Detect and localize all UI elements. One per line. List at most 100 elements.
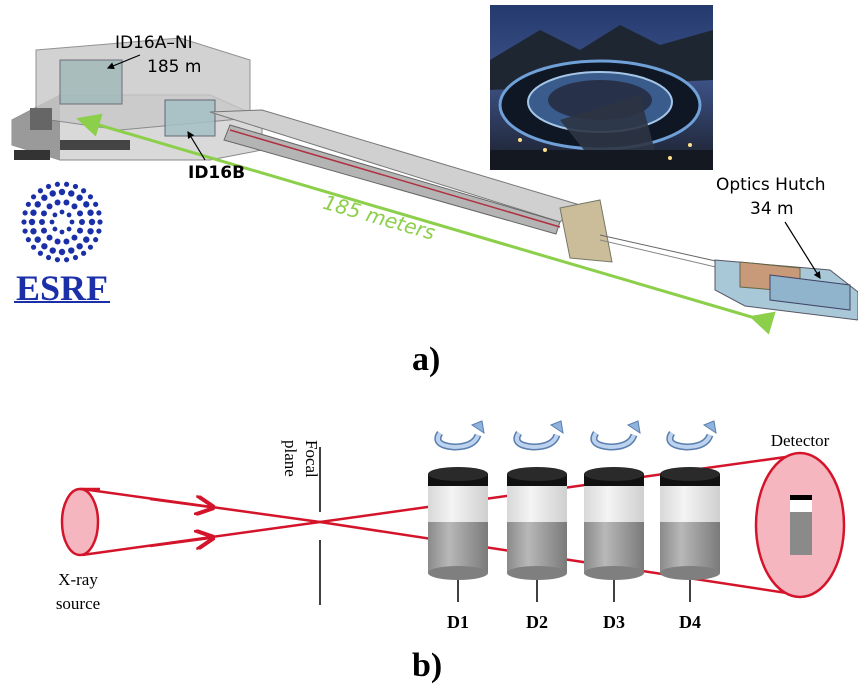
logo-dot	[63, 257, 70, 263]
focal-plane-label-line2: plane	[281, 440, 300, 477]
logo-dot	[72, 183, 79, 190]
source-label-line2: source	[56, 594, 100, 613]
logo-dot	[63, 238, 70, 245]
logo-dot	[34, 236, 41, 243]
logo-dot	[22, 210, 28, 216]
sample-cylinder-4: D4	[660, 420, 720, 632]
logo-dot	[69, 219, 75, 225]
hutch-label: ID16A–NI	[115, 33, 193, 53]
logo-dot	[93, 237, 99, 243]
panel-b-label: b)	[412, 647, 442, 684]
logo-dot	[58, 248, 66, 256]
logo-dot	[49, 219, 55, 225]
logo-dot	[96, 210, 102, 216]
rotation-icon	[434, 420, 485, 451]
logo-dot	[63, 181, 70, 187]
detector	[754, 451, 846, 599]
distance-label-d1: D1	[447, 612, 469, 632]
optics-distance-label: 34 m	[750, 199, 794, 219]
logo-dot	[52, 226, 58, 232]
logo-dot	[30, 244, 37, 250]
logo-dot	[83, 201, 90, 208]
panel-a-label: a)	[412, 341, 440, 378]
logo-dot	[46, 203, 53, 210]
logo-dot	[58, 188, 66, 196]
detector-label: Detector	[771, 431, 830, 450]
logo-dot	[41, 243, 48, 250]
logo-dot	[88, 218, 96, 226]
logo-dot	[28, 218, 36, 226]
logo-dot	[54, 181, 61, 187]
logo-dot	[72, 254, 79, 261]
logo-dot	[45, 183, 52, 190]
logo-dot	[87, 244, 94, 250]
logo-dot	[40, 227, 47, 234]
logo-dot	[46, 234, 53, 241]
logo-dot	[76, 243, 83, 250]
logo-dot	[39, 219, 45, 225]
logo-dot	[59, 229, 65, 235]
logo-dot	[25, 237, 31, 243]
logo-dot	[45, 254, 52, 261]
focal-plane-label-line1: Focal	[302, 440, 321, 478]
distance-label-d4: D4	[679, 612, 701, 632]
logo-dot	[40, 210, 47, 217]
hutch-pointer	[106, 54, 141, 70]
logo-dot	[66, 226, 72, 232]
logo-dot	[77, 210, 84, 217]
branch-label: ID16B	[188, 163, 245, 183]
logo-dot	[71, 203, 78, 210]
logo-dot	[79, 219, 85, 225]
logo-dot	[54, 238, 61, 245]
logo-dot	[22, 228, 28, 234]
sample-cylinder-3: D3	[584, 420, 644, 632]
esrf-logo: ESRF	[14, 181, 110, 308]
distance-label-d3: D3	[603, 612, 625, 632]
logo-dot	[80, 250, 87, 256]
logo-dot	[76, 194, 83, 201]
logo-dot	[68, 247, 75, 254]
logo-dot	[97, 219, 103, 225]
logo-dot	[59, 209, 65, 215]
logo-dot	[63, 199, 70, 206]
sample-cylinder-2: D2	[507, 420, 567, 632]
rotation-icon	[590, 420, 641, 451]
beamline-length-arrow	[76, 113, 776, 335]
logo-dot	[87, 194, 94, 200]
source-label-line1: X-ray	[58, 570, 98, 589]
logo-dot	[77, 227, 84, 234]
rotation-icon	[666, 420, 717, 451]
distance-label-d2: D2	[526, 612, 548, 632]
logo-dot	[30, 194, 37, 200]
panel-b: X-ray source Focal plane D1 D2 D3 D4 Detect…	[56, 420, 846, 684]
logo-dot	[68, 190, 75, 197]
logo-dot	[37, 250, 44, 256]
logo-dot	[83, 236, 90, 243]
sample-cylinder-1: D1	[428, 420, 488, 632]
logo-dot	[21, 219, 27, 225]
esrf-logo-dots	[21, 181, 103, 263]
logo-dot	[37, 188, 44, 194]
beamline-length-label: 185 meters	[321, 190, 438, 245]
optics-pointer	[784, 221, 821, 280]
logo-dot	[87, 228, 94, 235]
logo-dot	[87, 209, 94, 216]
logo-dot	[25, 201, 31, 207]
optics-hutch-label: Optics Hutch	[716, 175, 826, 195]
logo-dot	[41, 194, 48, 201]
logo-dot	[54, 257, 61, 263]
logo-dot	[54, 199, 61, 206]
hutch-distance-label: 185 m	[147, 57, 201, 77]
logo-dot	[80, 188, 87, 194]
logo-dot	[49, 247, 56, 254]
logo-dot	[71, 234, 78, 241]
logo-dot	[49, 190, 56, 197]
xray-source	[60, 487, 100, 557]
esrf-aerial-photo	[490, 5, 713, 170]
branch-pointer	[187, 130, 206, 161]
rotation-icon	[513, 420, 564, 451]
sample-positions: D1 D2 D3 D4	[428, 420, 720, 632]
logo-dot	[30, 228, 37, 235]
logo-dot	[66, 212, 72, 218]
